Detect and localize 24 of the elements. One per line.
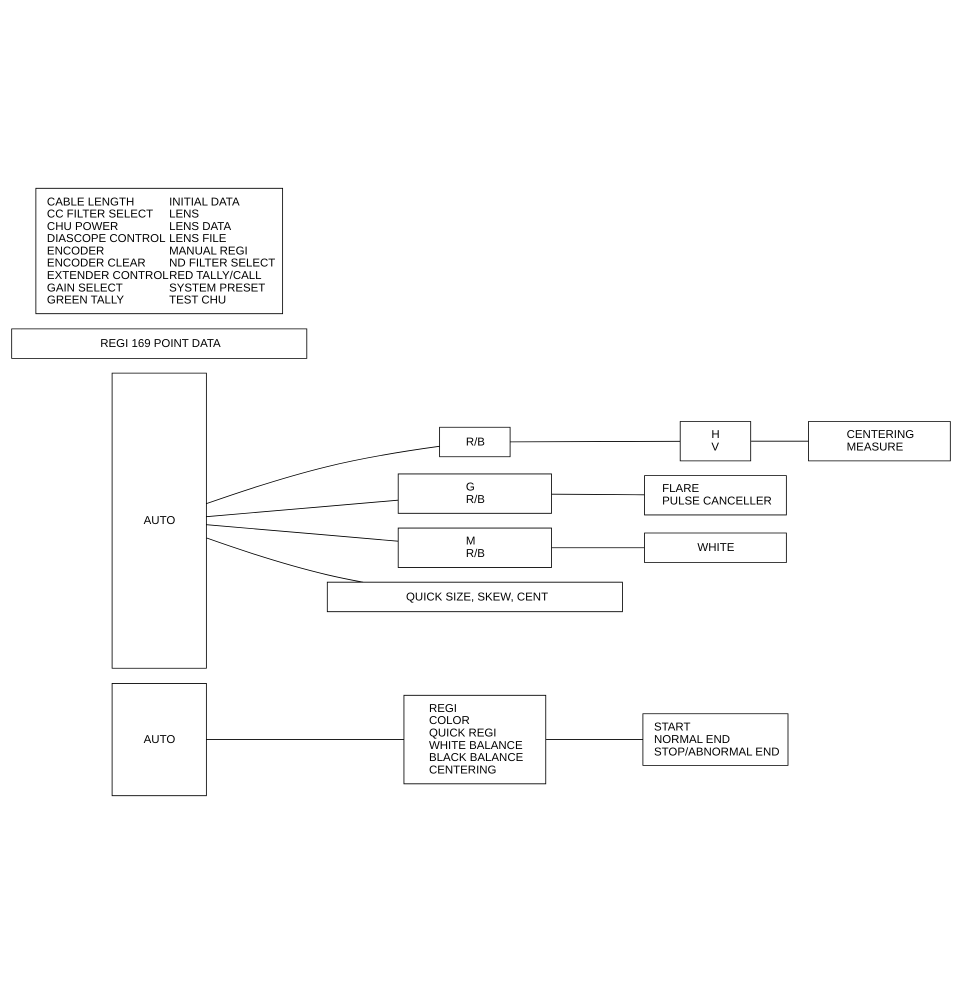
connector <box>546 739 644 740</box>
connector <box>206 500 398 518</box>
node-box: REGI COLOR QUICK REGI WHITE BALANCE BLACK BALANCE CENTERING <box>404 694 546 784</box>
node-box: M R/B <box>398 528 552 568</box>
connector <box>510 440 681 442</box>
node-box: REGI 169 POINT DATA <box>11 328 308 359</box>
node-box: AUTO <box>112 372 207 669</box>
node-box: START NORMAL END STOP/ABNORMAL END <box>642 713 788 766</box>
connector <box>551 494 645 496</box>
connector <box>206 524 398 542</box>
node-box: CENTERING MEASURE <box>808 421 951 462</box>
connector <box>206 538 364 583</box>
node-box: CABLE LENGTH CC FILTER SELECT CHU POWER DIASCOPE CONTROL ENCODER ENCODER CLEAR EXTENDER CONTROL GAIN SELECT GREEN TALLY INITIAL DATA LENS LENS DATA LENS FILE MANUAL REGI ND FILTER SELECT RED TALLY/CALL SYSTEM PRESET TEST CHU <box>35 188 284 314</box>
node-box: G R/B <box>398 474 552 514</box>
node-box: WHITE <box>644 532 787 563</box>
connector <box>750 440 809 442</box>
connector <box>206 446 440 504</box>
node-box: AUTO <box>112 683 207 796</box>
node-box: R/B <box>439 426 511 458</box>
node-box: H V <box>680 421 752 462</box>
node-box: QUICK SIZE, SKEW, CENT <box>326 582 623 612</box>
connector <box>551 547 645 548</box>
connector <box>206 739 404 740</box>
node-box: FLARE PULSE CANCELLER <box>644 475 787 516</box>
